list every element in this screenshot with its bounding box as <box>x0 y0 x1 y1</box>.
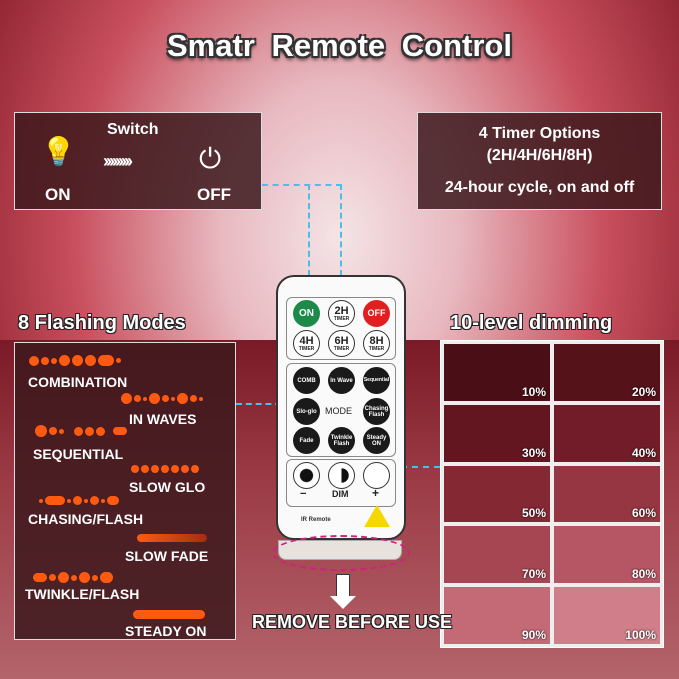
dots-icon <box>131 465 199 473</box>
dots-icon <box>121 393 203 404</box>
warning-battery-icon <box>364 505 390 527</box>
mode-label: TWINKLE/FLASH <box>25 586 140 602</box>
dim-level-label: 60% <box>631 506 656 521</box>
ir-remote-label: IR Remote <box>301 517 331 523</box>
arrows-icon: ››››››››› <box>103 151 133 171</box>
dim-level-cell: 30% <box>444 404 550 462</box>
connector-line <box>340 184 342 276</box>
dim-level-cell: 80% <box>554 526 660 584</box>
dots-icon <box>137 534 207 542</box>
power-timer-group <box>286 297 396 360</box>
dim-level-cell: 90% <box>444 587 550 644</box>
mode-group <box>286 363 396 457</box>
off-label: OFF <box>197 185 231 204</box>
mode-label: COMBINATION <box>28 374 128 390</box>
dim-level-label: 100% <box>625 628 656 642</box>
bulb-icon: 💡 <box>41 136 76 167</box>
dim-level-cell: 10% <box>444 344 550 401</box>
dots-icon <box>39 496 119 505</box>
connector-line <box>262 184 342 186</box>
dim-up-button[interactable] <box>363 462 390 489</box>
dim-level-label: 10% <box>521 384 546 399</box>
mode-label: SLOW FADE <box>125 548 209 564</box>
dim-level-label: 80% <box>631 567 656 582</box>
dimming-grid: 10% 20% 30% 40% 50% 60% 70% 80% 90% 100% <box>440 340 664 648</box>
on-label: ON <box>45 185 71 204</box>
off-button[interactable]: OFF <box>363 300 390 327</box>
modes-heading: 8 Flashing Modes <box>18 312 186 334</box>
dim-level-label: 90% <box>521 628 546 642</box>
dots-icon <box>35 425 127 437</box>
dim-level-cell: 60% <box>554 465 660 523</box>
mode-fade-button[interactable]: Fade <box>293 427 320 454</box>
dim-level-label: 40% <box>631 445 656 460</box>
mode-label: IN WAVES <box>129 411 197 427</box>
mode-sequential-button[interactable]: Sequential <box>363 367 390 394</box>
timer-line3: 24-hour cycle, on and off <box>444 179 635 196</box>
mode-label: SEQUENTIAL <box>33 446 124 462</box>
connector-line <box>308 184 310 276</box>
switch-heading: Switch <box>107 121 159 138</box>
mode-label: SLOW GLO <box>129 479 206 495</box>
dots-icon <box>33 572 113 583</box>
dim-level-cell: 70% <box>444 526 550 584</box>
mode-label: MODE <box>325 406 352 416</box>
modes-panel: COMBINATION IN WAVES SEQUENTIAL SLOW GLO… <box>14 342 236 640</box>
connector-line <box>236 403 291 405</box>
minus-label: − <box>300 488 307 500</box>
timer-line1: 4 Timer Options <box>478 125 601 142</box>
power-icon: ⏻ <box>199 143 222 174</box>
mode-label: STEADY ON <box>125 623 207 639</box>
mode-chasing-flash-button[interactable]: Chasing Flash <box>363 398 390 425</box>
arrow-down-icon <box>336 574 350 598</box>
plus-label: + <box>372 486 380 500</box>
dots-icon <box>29 355 121 366</box>
switch-panel: Switch 💡 ON ››››››››› ⏻ OFF <box>14 112 262 210</box>
dim-level-label: 20% <box>631 384 656 399</box>
dim-level-label: 30% <box>521 445 546 460</box>
dim-half-button[interactable] <box>328 462 355 489</box>
mode-label: CHASING/FLASH <box>28 511 144 527</box>
dim-label: DIM <box>332 489 349 499</box>
mode-steady-on-button[interactable]: Steady ON <box>363 427 390 454</box>
mode-comb-button[interactable]: COMB <box>293 367 320 394</box>
remove-notice: REMOVE BEFORE USE <box>252 612 453 632</box>
mode-in-wave-button[interactable]: In Wave <box>328 367 355 394</box>
page-title: Smatr Remote Control <box>167 28 512 63</box>
connector-line <box>390 466 440 468</box>
dimming-heading: 10-level dimming <box>450 312 613 334</box>
dim-level-cell: 20% <box>554 344 660 401</box>
dim-level-label: 70% <box>521 567 546 582</box>
dim-level-cell: 50% <box>444 465 550 523</box>
mode-twinkle-flash-button[interactable]: Twinkle Flash <box>328 427 355 454</box>
mode-slo-glo-button[interactable]: Slo-glo <box>293 398 320 425</box>
dots-icon <box>133 610 205 619</box>
on-button[interactable]: ON <box>293 300 320 327</box>
dim-level-cell: 100% <box>554 587 660 644</box>
dim-down-button[interactable] <box>293 462 320 489</box>
dim-level-label: 50% <box>521 506 546 521</box>
highlight-ellipse <box>272 535 410 571</box>
dim-group <box>286 459 396 507</box>
timer-panel: 4 Timer Options (2H/4H/6H/8H) 24-hour cy… <box>417 112 662 210</box>
dim-level-cell: 40% <box>554 404 660 462</box>
arrow-head <box>330 596 356 609</box>
timer-line2: (2H/4H/6H/8H) <box>486 147 593 164</box>
